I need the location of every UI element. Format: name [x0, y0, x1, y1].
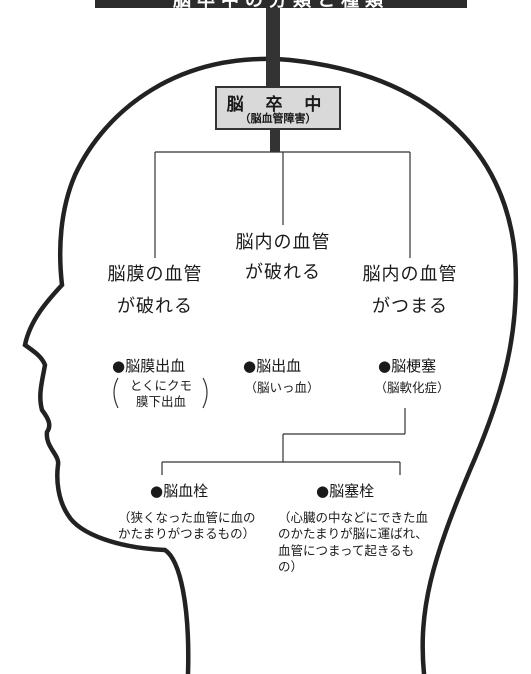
header-title: 脳卒中の分類と種類 [95, 0, 467, 8]
note-1-line-2: 膜下出血 [135, 394, 186, 409]
root-title: 脳 卒 中 [226, 95, 330, 115]
branch-2-label-2: が破れる [245, 262, 321, 283]
note-2: （脳いっ血） [244, 380, 320, 395]
trunk-mid [270, 126, 280, 152]
head-outline [22, 56, 519, 674]
note-1-line-1: とくにクモ [129, 378, 193, 393]
branch-3-label-2: がつまる [372, 296, 448, 317]
note-embolism: （心臓の中などにできた血のかたまりが脳に運ばれ、血管につまって起きるもの） [278, 510, 429, 574]
branch-1-label-2: が破れる [117, 296, 193, 317]
item-cerebral-embolism: ●脳塞栓 [316, 482, 375, 500]
branch-1-label-1: 脳膜の血管 [107, 264, 203, 285]
note-thrombosis: （狭くなった血管に血のかたまりがつまるもの） [118, 510, 256, 542]
item-cerebral-thrombosis: ●脳血栓 [150, 482, 209, 500]
bracket-right [202, 377, 208, 409]
branch-3-label-1: 脳内の血管 [362, 264, 458, 285]
note-3: （脳軟化症） [374, 380, 450, 395]
bracket-left [113, 377, 119, 409]
root-node: 脳 卒 中 （脳血管障害） [215, 86, 341, 130]
item-brain-hemorrhage: ●脳出血 [243, 357, 302, 375]
item-cerebral-infarction: ●脳梗塞 [378, 357, 437, 375]
root-subtitle: （脳血管障害） [239, 112, 317, 125]
item-brain-membrane-hemorrhage: ●脳膜出血 [112, 357, 186, 375]
trunk-top [266, 0, 280, 88]
branch-2-label-1: 脳内の血管 [235, 232, 331, 253]
